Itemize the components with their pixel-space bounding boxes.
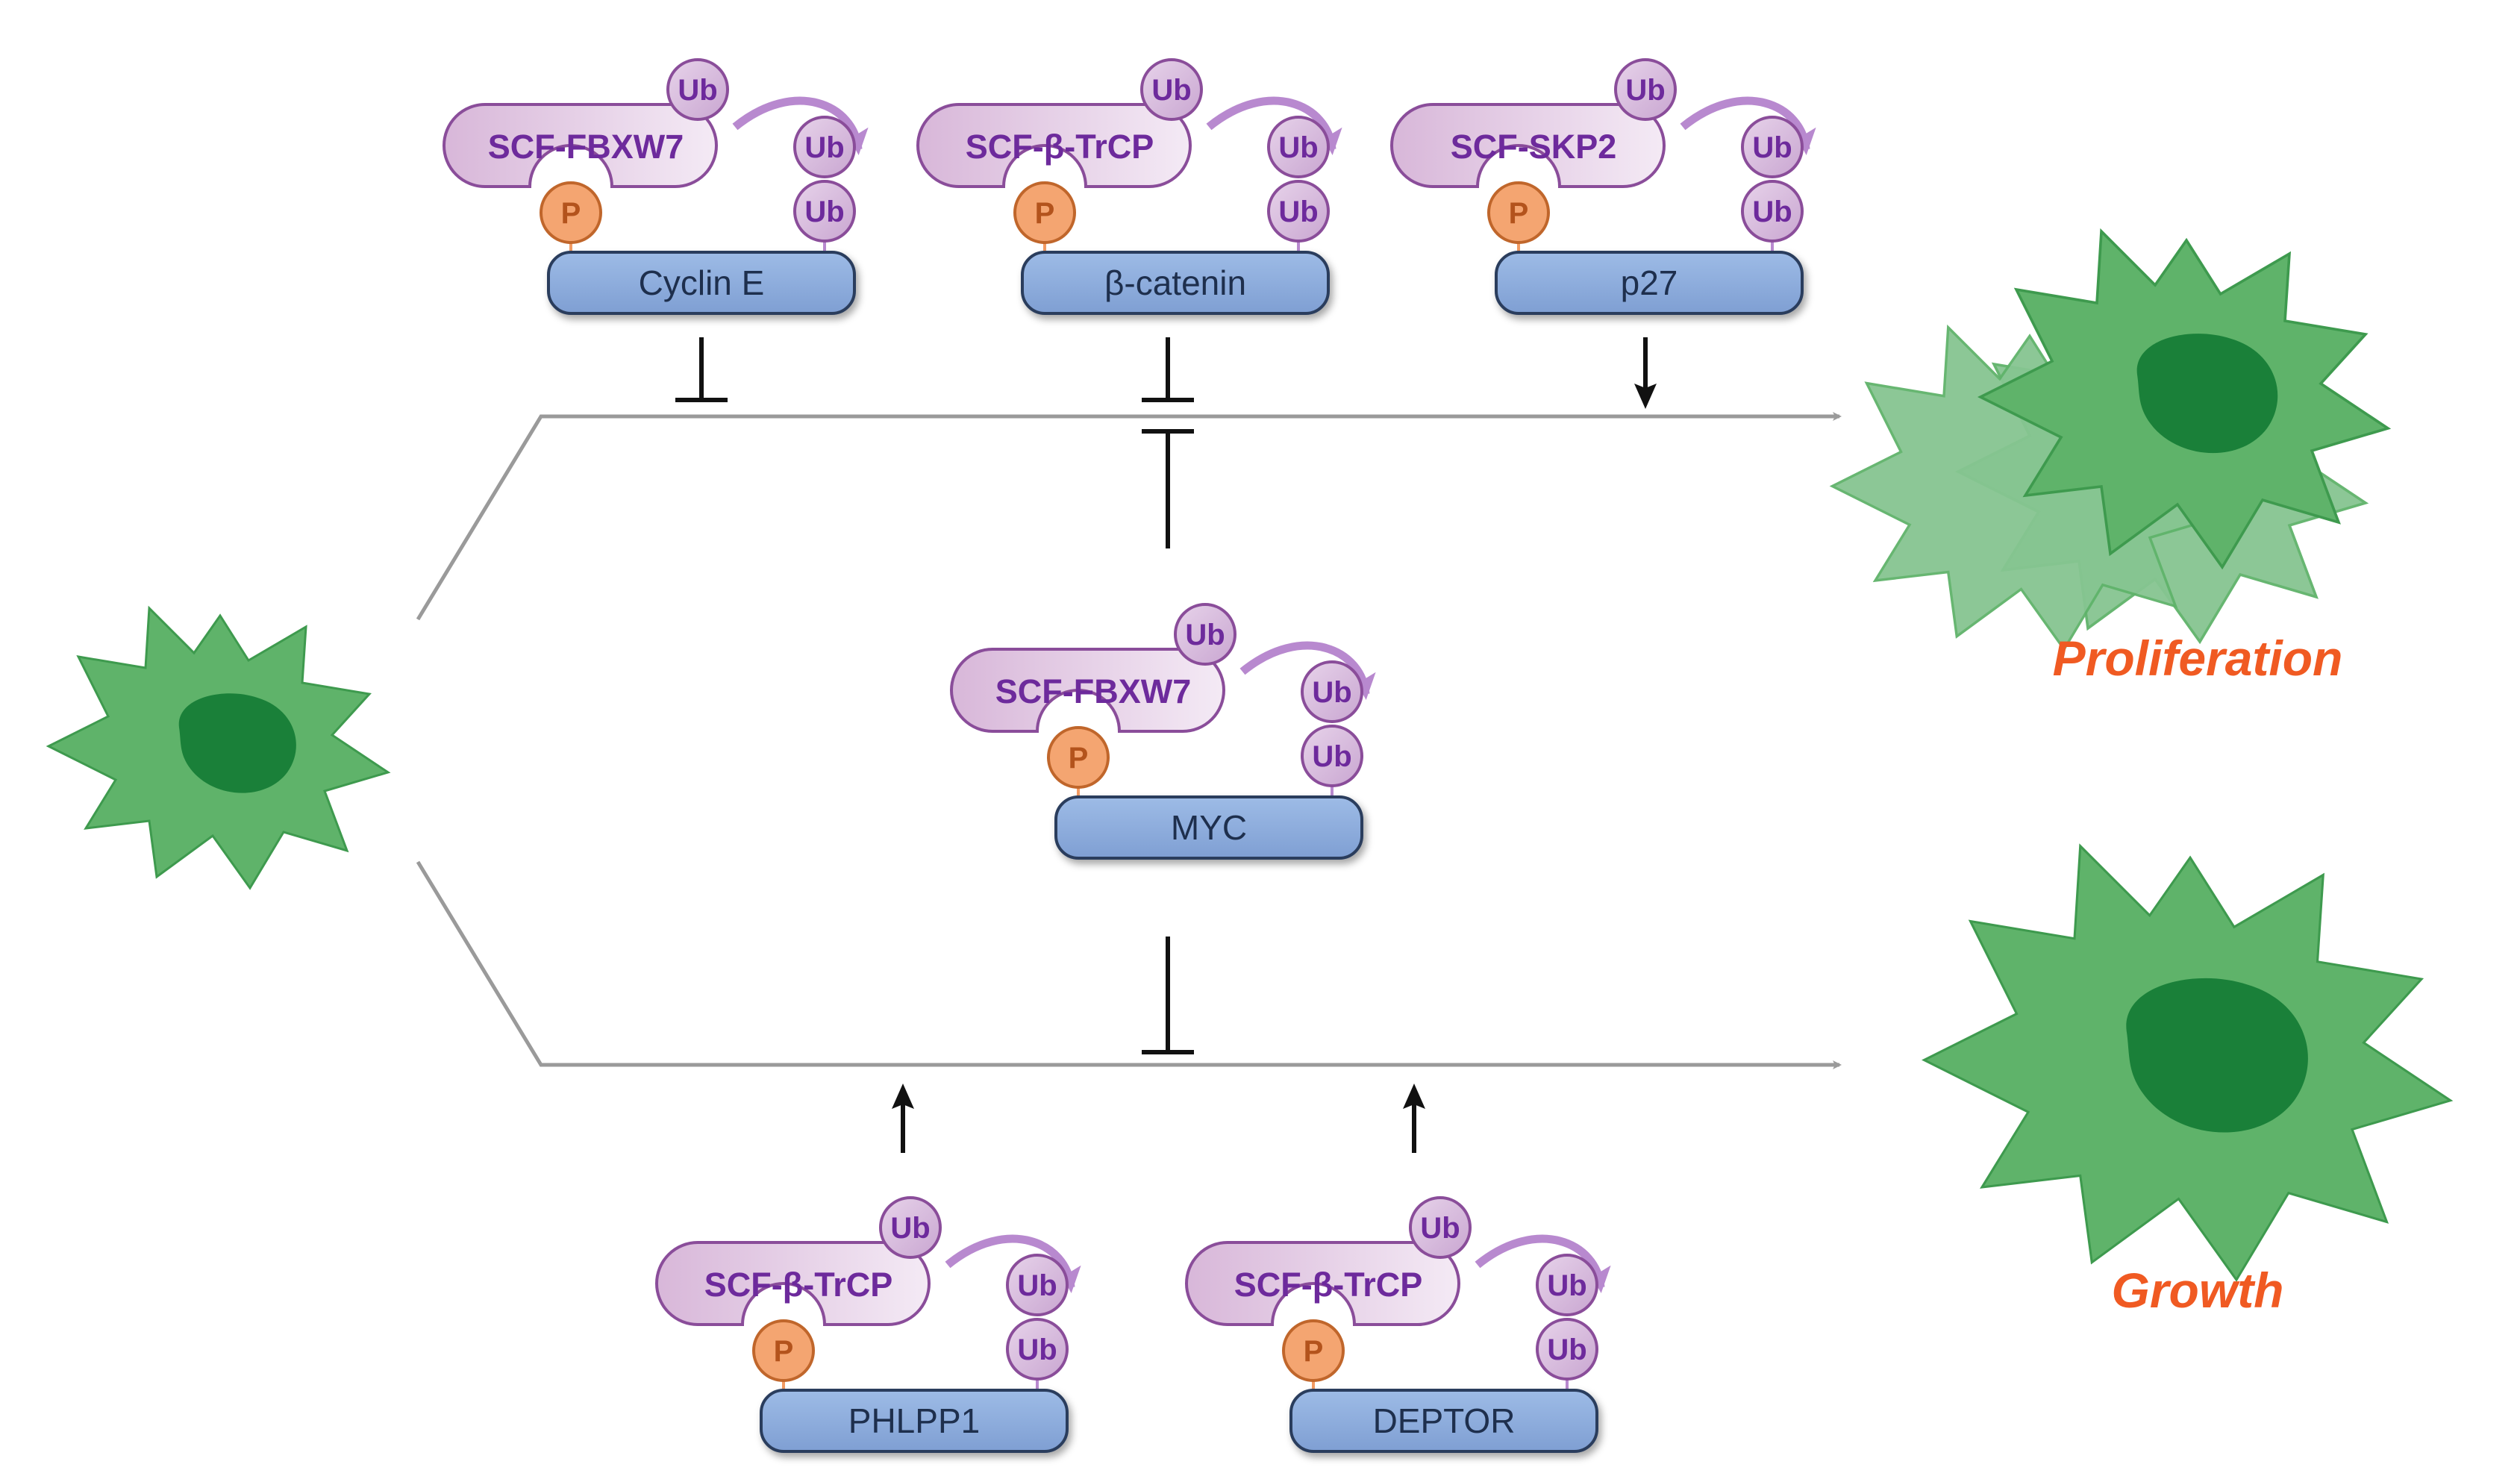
proliferation-cell-front xyxy=(1979,230,2389,569)
phospho-label: P xyxy=(1304,1335,1324,1368)
ub-label: Ub xyxy=(1420,1212,1460,1245)
complex-phlpp1: SCF-β-TrCP Ub Ub Ub P PHLPP1 xyxy=(657,1198,1071,1451)
proliferation-pathway-line xyxy=(416,412,1842,621)
ub-label: Ub xyxy=(1278,131,1318,164)
ub-label: Ub xyxy=(1278,196,1318,228)
phospho-label: P xyxy=(1035,197,1055,230)
starting-cell xyxy=(47,607,390,889)
complex-deptor: SCF-β-TrCP Ub Ub Ub P DEPTOR xyxy=(1186,1198,1601,1451)
ub-label: Ub xyxy=(1185,619,1225,651)
proliferation-cell-nucleus xyxy=(2136,334,2278,454)
ligase-label: SCF-FBXW7 xyxy=(995,672,1192,710)
ub-label: Ub xyxy=(1625,74,1665,107)
starting-cell-nucleus xyxy=(178,693,296,793)
growth-pathway-line xyxy=(416,860,1842,1069)
ub-label: Ub xyxy=(1312,740,1351,773)
substrate-label: DEPTOR xyxy=(1373,1401,1516,1440)
ub-label: Ub xyxy=(1547,1334,1586,1366)
ub-label: Ub xyxy=(1752,196,1792,228)
phospho-label: P xyxy=(561,197,581,230)
complex-cyclin-e: SCF-FBXW7 Ub Ub Ub P Cyclin E xyxy=(444,60,858,313)
ub-label: Ub xyxy=(1151,74,1191,107)
ub-label: Ub xyxy=(678,74,717,107)
proliferation-label: Proliferation xyxy=(2053,631,2343,686)
proliferation-cells xyxy=(1830,230,2389,651)
cyclin-e-inhibition-bar xyxy=(675,337,728,402)
ub-label: Ub xyxy=(1017,1334,1057,1366)
ub-label: Ub xyxy=(1752,131,1792,164)
ub-label: Ub xyxy=(804,196,844,228)
phospho-label: P xyxy=(1069,742,1089,775)
growth-cell-nucleus xyxy=(2126,978,2308,1133)
substrate-label: β-catenin xyxy=(1104,263,1246,302)
pathway-lines xyxy=(416,412,1842,1069)
beta-catenin-inhibition-bar xyxy=(1142,337,1194,402)
complex-p27: SCF-SKP2 Ub Ub Ub P p27 xyxy=(1392,60,1806,313)
ub-label: Ub xyxy=(1312,676,1351,709)
substrate-label: p27 xyxy=(1621,263,1678,302)
myc-growth-inhibition-bar xyxy=(1142,937,1194,1054)
ligase-label: SCF-β-TrCP xyxy=(704,1266,892,1304)
ligase-label: SCF-FBXW7 xyxy=(488,128,684,166)
regulation-arrows xyxy=(675,337,1657,1153)
growth-cell xyxy=(1922,845,2452,1281)
phospho-label: P xyxy=(1509,197,1529,230)
ub-label: Ub xyxy=(890,1212,930,1245)
ub-label: Ub xyxy=(1547,1269,1586,1302)
complex-beta-catenin: SCF-β-TrCP Ub Ub Ub P β-catenin xyxy=(918,60,1332,313)
growth-label: Growth xyxy=(2112,1263,2284,1318)
substrate-label: PHLPP1 xyxy=(848,1401,980,1440)
complex-myc: SCF-FBXW7 Ub Ub Ub P MYC xyxy=(951,604,1366,858)
ligase-label: SCF-SKP2 xyxy=(1451,128,1617,166)
ligase-label: SCF-β-TrCP xyxy=(966,128,1154,166)
ub-label: Ub xyxy=(1017,1269,1057,1302)
substrate-label: MYC xyxy=(1171,808,1247,847)
substrate-label: Cyclin E xyxy=(639,263,765,302)
phospho-label: P xyxy=(774,1335,794,1368)
myc-inhibits-beta-catenin-line-bar xyxy=(1142,429,1194,548)
ligase-label: SCF-β-TrCP xyxy=(1234,1266,1422,1304)
ub-label: Ub xyxy=(804,131,844,164)
